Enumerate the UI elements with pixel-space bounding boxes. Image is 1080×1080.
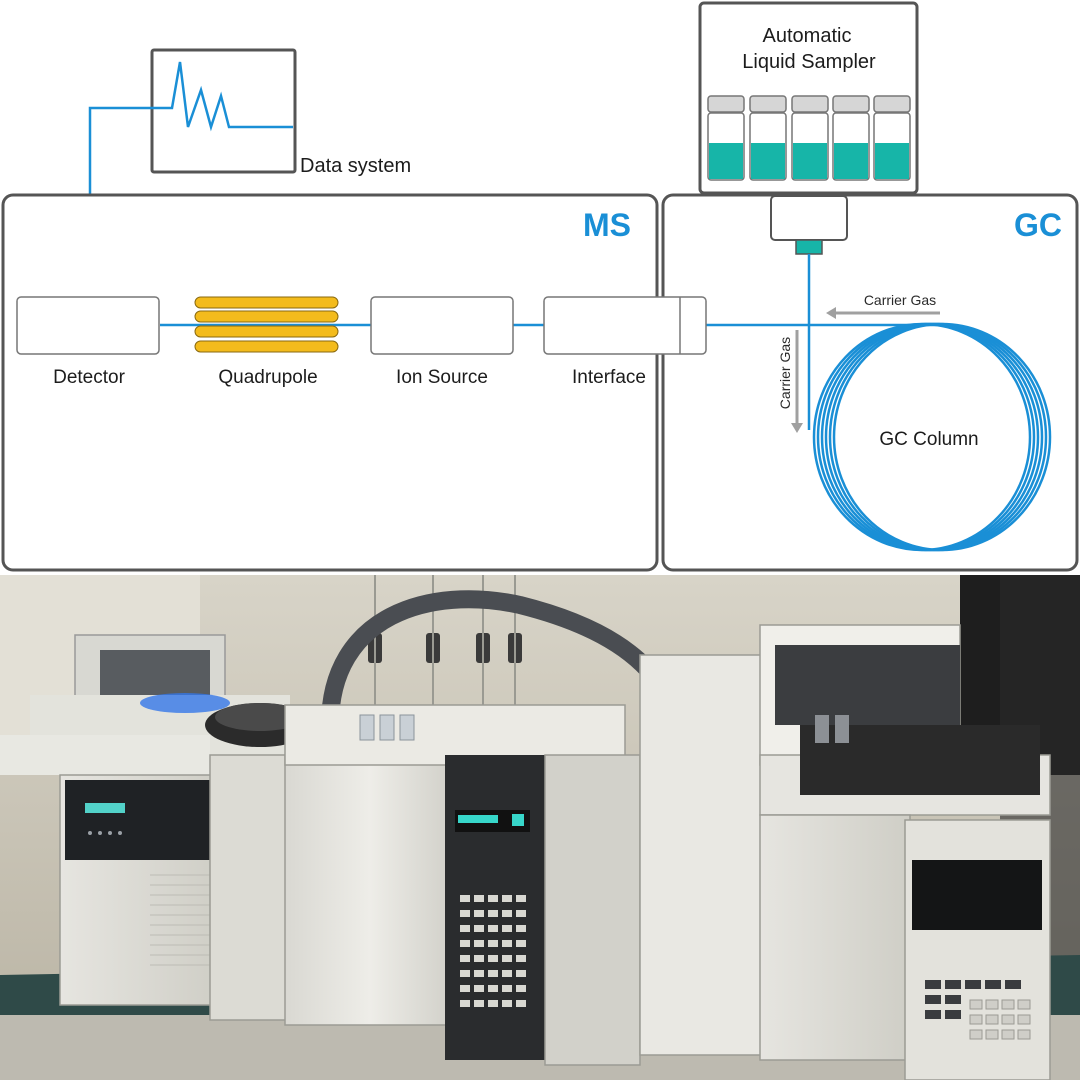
injector-body (770, 195, 848, 241)
vial (791, 95, 829, 181)
data-system-label: Data system (300, 155, 411, 177)
carrier-gas-label-horizontal: Carrier Gas (864, 292, 936, 308)
quadrupole-label: Quadrupole (218, 367, 317, 388)
carrier-gas-arrow-horizontal (826, 307, 940, 319)
schematic-svg: Data system MS GC Automatic Liquid Sampl… (1, 1, 1079, 572)
quadrupole-rods (194, 296, 339, 353)
gc-column-coil (812, 322, 1052, 552)
sampler-label-line1: Automatic (763, 25, 852, 47)
interface-label: Interface (572, 367, 646, 388)
ion-source-label: Ion Source (396, 367, 488, 388)
vial (832, 95, 870, 181)
detector-label: Detector (53, 367, 125, 388)
vial (707, 95, 745, 181)
data-system-monitor (150, 48, 297, 174)
interface-box (543, 296, 707, 355)
vial (873, 95, 911, 181)
gc-heading: GC (1014, 207, 1062, 243)
carrier-gas-arrow-vertical (791, 330, 803, 433)
vial (749, 95, 787, 181)
data-system-chromatogram (152, 61, 293, 132)
photo-illustration (0, 575, 1080, 1080)
ms-panel (1, 193, 659, 572)
gc-ms-schematic: Data system MS GC Automatic Liquid Sampl… (1, 1, 1079, 572)
injector-needle (795, 239, 823, 255)
left-autosampler (0, 634, 315, 775)
gc-column-label: GC Column (879, 429, 978, 450)
gc-panel (661, 193, 1079, 572)
left-module (59, 774, 221, 1006)
carrier-gas-label-vertical: Carrier Gas (777, 337, 793, 409)
ms-instrument-body (209, 704, 641, 1066)
gc-instrument-body (639, 624, 1051, 1080)
sample-vials (707, 95, 911, 181)
transfer-hose (321, 590, 669, 734)
ion-source-box (370, 296, 514, 355)
detector-box (16, 296, 160, 355)
sampler-label-line2: Liquid Sampler (742, 51, 876, 73)
ms-heading: MS (583, 207, 631, 243)
gc-ms-instrument-photo (0, 575, 1080, 1080)
